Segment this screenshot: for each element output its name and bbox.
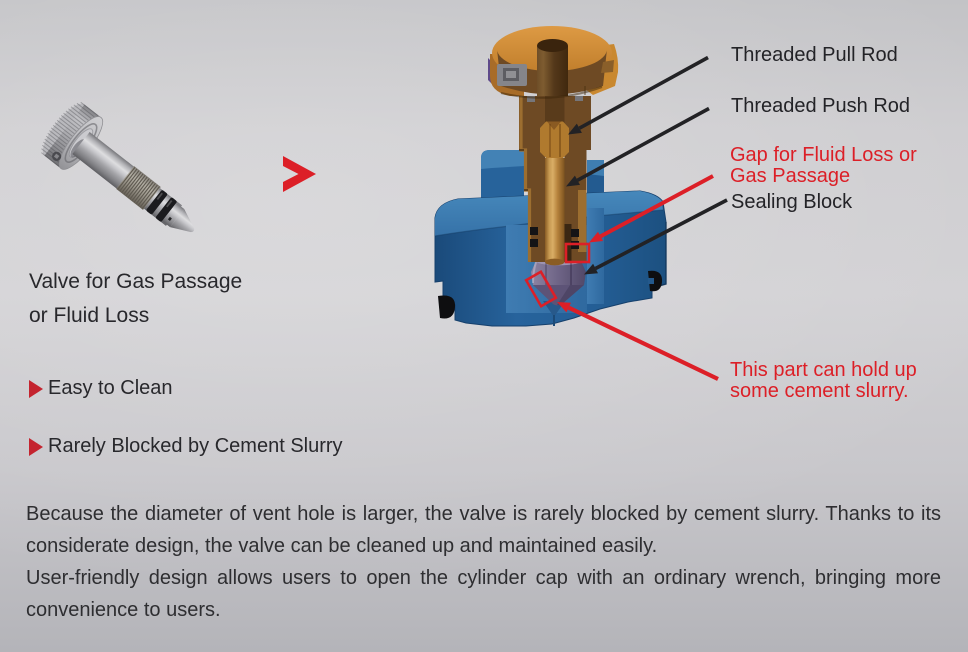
feature-label-2: Rarely Blocked by Cement Slurry [48,435,343,457]
callout-line-gap [589,174,714,243]
gap-highlight-box [564,242,591,264]
callout-label-sealing-block: Sealing Block [731,191,853,213]
callout-line-push-rod [566,106,710,187]
left-figure-caption: Valve for Gas Passage or Fluid Loss [29,265,242,333]
callout-label-gap-line1: Gap for Fluid Loss or [730,144,917,166]
bullet-triangle-icon [28,438,43,456]
valve-tip [162,202,195,233]
callout-label-pull-rod: Threaded Pull Rod [731,44,898,66]
callout-label-slurry-line2: some cement slurry. [730,379,909,402]
callout-label-gap-line2: Gas Passage [730,164,851,187]
callout-line-slurry [557,302,719,381]
callout-label-slurry: This part can hold up some cement slurry… [730,360,917,401]
push-rod [545,158,565,266]
feature-label-1: Easy to Clean [48,377,173,399]
body-oring-right [648,270,663,292]
push-rod-hex [540,121,569,158]
callout-label-push-rod: Threaded Push Rod [731,95,911,117]
description-paragraph-1: Because the diameter of vent hole is lar… [26,503,941,557]
callout-label-slurry-line1: This part can hold up [730,359,917,381]
transition-chevron-icon [283,156,316,192]
valve-assembly-figure [434,26,667,327]
caption-line2: or Fluid Loss [29,304,150,327]
metal-valve-figure [41,101,195,233]
bullet-triangle-icon [28,380,43,398]
callout-line-pull-rod [568,55,709,135]
push-rod-shaft [545,158,565,262]
body-oring-left [438,295,456,319]
description-text: Because the diameter of vent hole is lar… [26,498,941,626]
cap-set-screw [497,64,527,86]
slurry-highlight-box [524,269,558,309]
cap-bore [537,46,568,96]
valve-shaft [72,131,134,189]
callout-label-gap: Gap for Fluid Loss or Gas Passage [730,145,917,186]
cylinder-cap [488,26,619,102]
valve-threads [116,166,161,210]
set-screw [52,151,62,161]
description-paragraph-2: User-friendly design allows users to ope… [26,567,941,621]
callout-lines [557,55,728,381]
caption-line1: Valve for Gas Passage [29,270,243,293]
callout-line-sealing-block [584,198,728,275]
